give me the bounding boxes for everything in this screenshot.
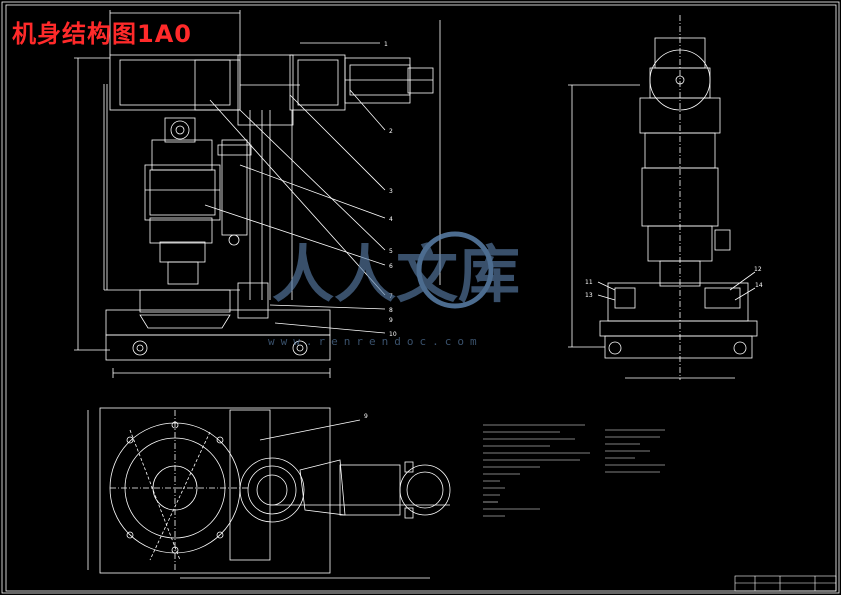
watermark-logo-ring: [416, 231, 494, 309]
callout-10: 10: [389, 331, 397, 338]
callout-4: 4: [389, 216, 393, 223]
plan-callout-9: 9: [364, 413, 368, 420]
drawing-title: 机身结构图1A0: [12, 20, 192, 48]
side-view: [568, 15, 758, 380]
callout-7: 7: [389, 293, 393, 300]
callout-2: 2: [389, 128, 393, 135]
callout-8: 8: [389, 307, 393, 314]
callout-5: 5: [389, 248, 393, 255]
callout-11: 11: [585, 279, 593, 286]
watermark-url: www.renrendoc.com: [268, 335, 483, 348]
technical-notes: [483, 424, 665, 517]
callout-1: 1: [384, 41, 388, 48]
callout-13: 13: [585, 292, 593, 299]
callout-6: 6: [389, 263, 393, 270]
side-view-callouts: 11 12 13 14: [585, 266, 763, 299]
title-block: [734, 575, 837, 592]
plan-view: [87, 407, 451, 579]
callout-3: 3: [389, 188, 393, 195]
inner-frame: [5, 4, 837, 592]
watermark-brand: 人人文库: [272, 238, 520, 311]
callout-14: 14: [755, 282, 763, 289]
callout-12: 12: [754, 266, 762, 273]
watermark: 人人文库 www.renrendoc.com: [268, 231, 520, 348]
callout-9: 9: [389, 317, 393, 324]
front-view: [74, 10, 441, 378]
front-view-callouts: 1 2 3 4 5 6 7 8 9 10: [384, 41, 397, 338]
